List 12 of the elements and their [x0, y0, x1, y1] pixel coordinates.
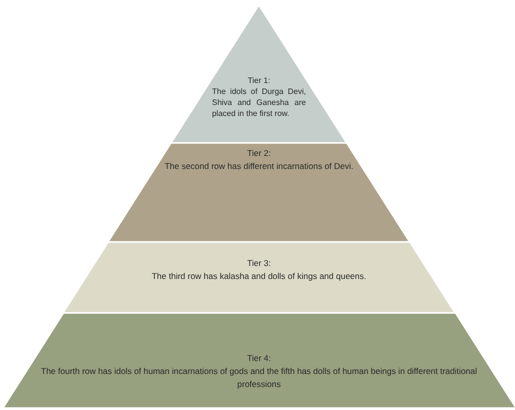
pyramid-tier	[62, 242, 456, 313]
pyramid-tier	[2, 313, 515, 408]
tier-description: The third row has kalasha and dolls of kings and queens.	[150, 270, 368, 283]
pyramid-tier	[171, 5, 347, 143]
tier-heading: Tier 2:	[246, 147, 272, 160]
tier-description: The second row has different incarnations of Devi.	[164, 160, 354, 173]
pyramid-tier	[108, 143, 410, 242]
tier-description: The fourth row has idols of human incarnations of gods and the fifth has dolls of human beings in different traditional professions	[40, 365, 478, 391]
tier-heading: Tier 1:	[246, 75, 272, 86]
tier-heading: Tier 4:	[246, 352, 272, 365]
tier-description: The idols of Durga Devi, Shiva and Ganesha are placed in the first row.	[212, 86, 306, 119]
tier-heading: Tier 3:	[246, 257, 272, 270]
